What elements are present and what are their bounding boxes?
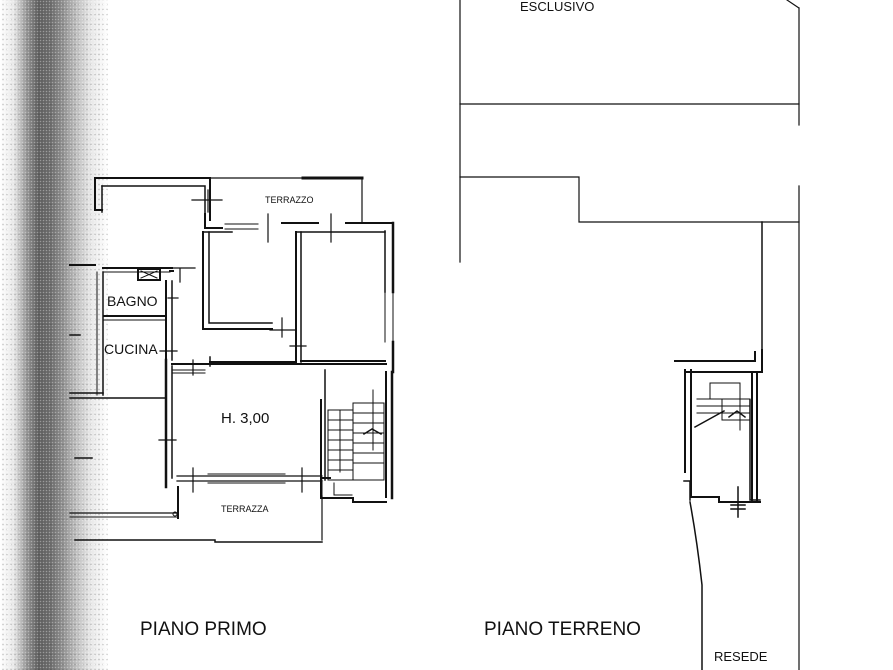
scan-edge-noise [0,0,110,670]
label-bagno: BAGNO [107,293,158,309]
label-cucina: CUCINA [104,341,158,357]
label-terrazzo: TERRAZZO [265,195,314,205]
scan-edge-shadow [0,0,110,670]
floor-title-piano-primo: PIANO PRIMO [140,619,267,640]
label-terrazza: TERRAZZA [221,504,269,514]
piano-primo-plan [69,176,395,543]
label-room-height: H. 3,00 [221,410,270,427]
label-resede: RESEDE [714,649,768,664]
floor-title-piano-terreno: PIANO TERRENO [484,619,641,640]
door-markers [158,189,332,493]
piano-terreno-plan [459,0,800,670]
label-esclusivo: ESCLUSIVO [520,0,595,14]
